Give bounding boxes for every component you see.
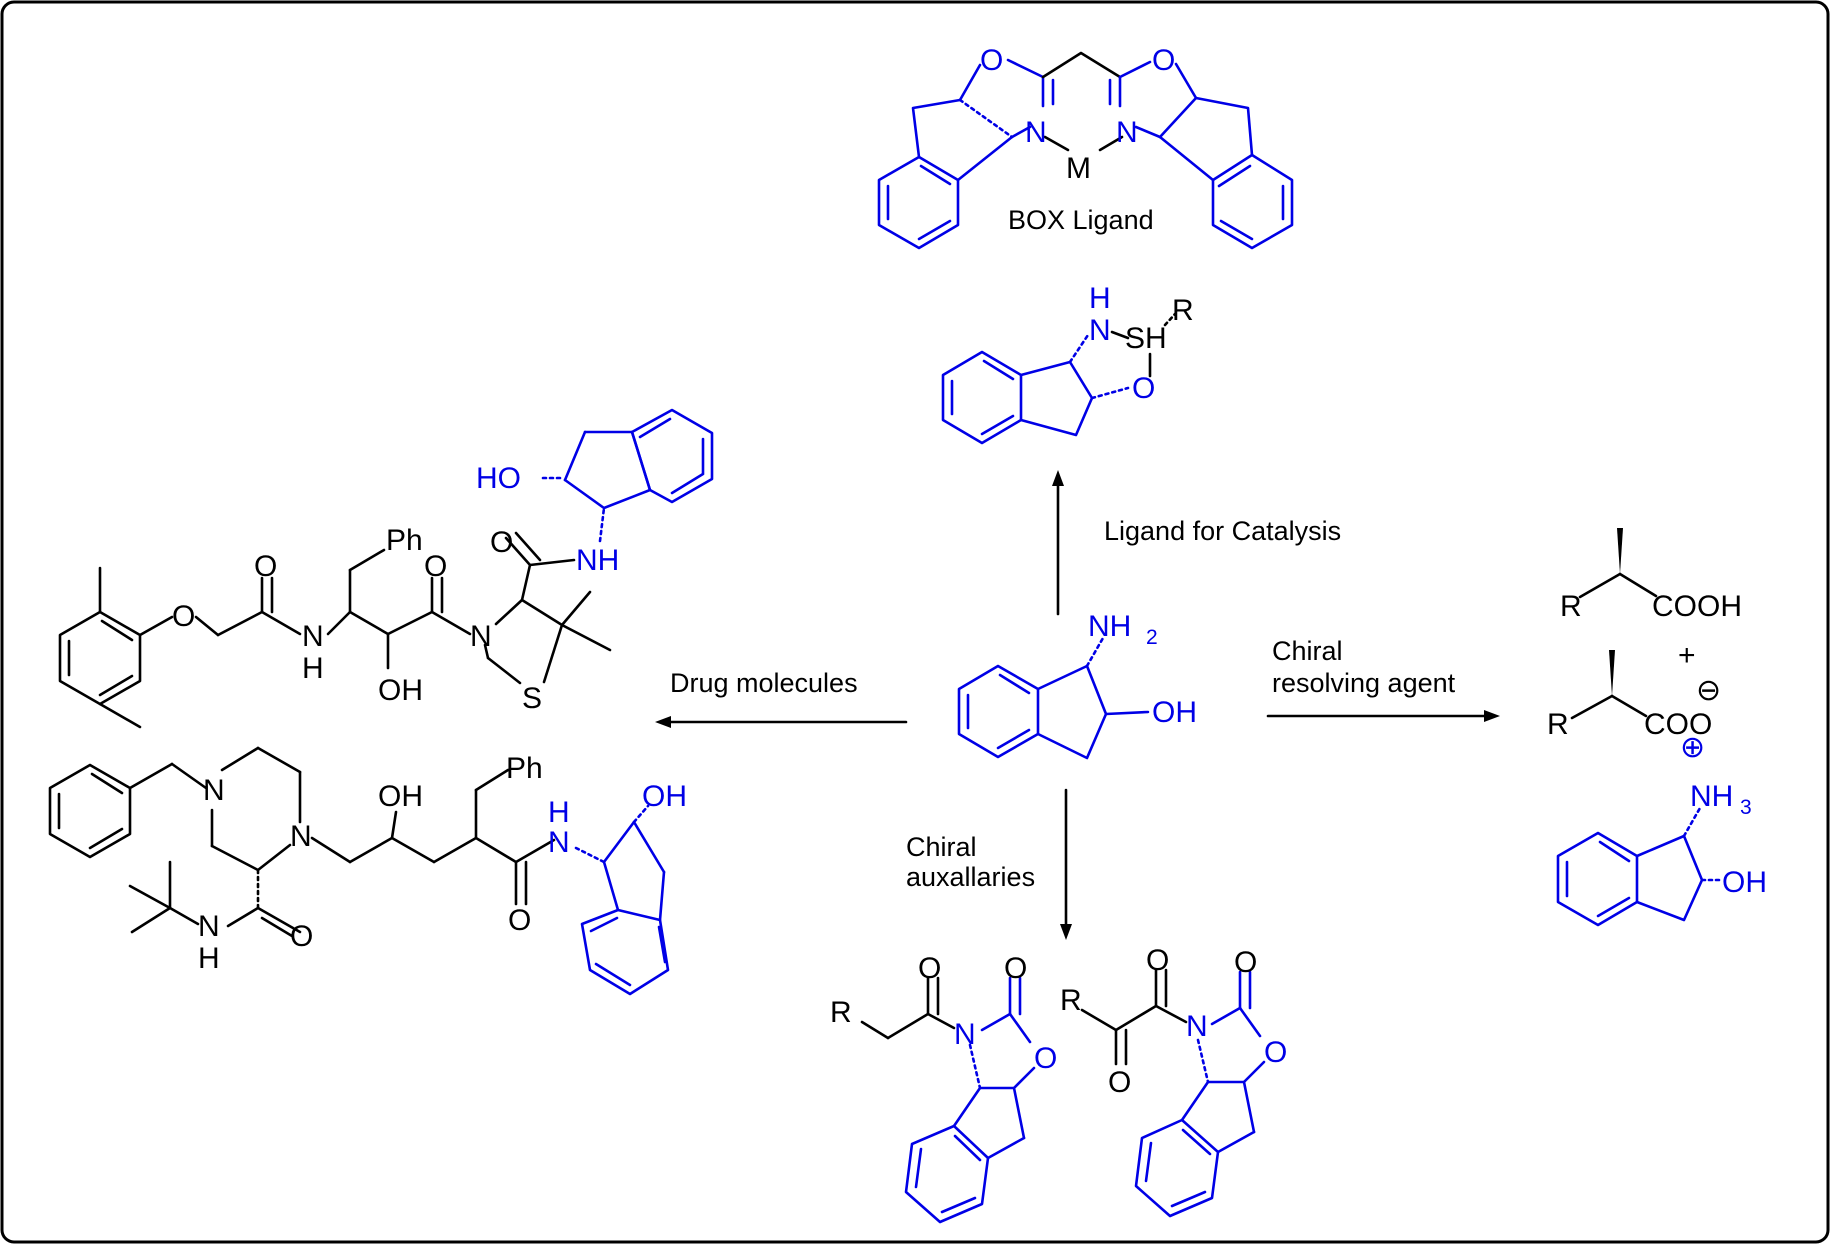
drug-molecule-2-structure: N N O N H OH Ph O H N OH <box>48 746 687 996</box>
box-ligand-label: BOX Ligand <box>1008 205 1154 235</box>
atom-label-27: O <box>290 920 313 953</box>
atom-label-15: N <box>302 620 324 653</box>
atom-label-31: Ph <box>506 752 543 785</box>
atom-label-53: O <box>1146 944 1169 977</box>
atom-label-13: O <box>172 600 195 633</box>
atom-label-50: O <box>1034 1042 1057 1075</box>
atom-label-2: N <box>1025 116 1047 149</box>
atom-label-47: O <box>918 952 941 985</box>
oxathiazolidine-ligand-structure: H N SH R O <box>941 282 1194 445</box>
atom-label-7: SH <box>1125 322 1167 355</box>
atom-label-12: OH <box>1152 696 1197 729</box>
drug-molecules-label: Drug molecules <box>670 668 858 698</box>
atom-label-40: COO <box>1644 708 1712 741</box>
drug-molecule-1-structure: O O N H Ph OH O N S O NH HO <box>58 408 714 729</box>
atom-label-18: OH <box>378 674 423 707</box>
chiral-auxiliary-2-structure: R O O N O O <box>1060 944 1287 1218</box>
atom-label-25: N <box>203 774 225 807</box>
atom-label-9: O <box>1132 372 1155 405</box>
chiral-auxiliary-1-structure: R O N O O <box>830 952 1057 1224</box>
resolution-products-structure: R COOH + R COO ⊖ ⊕ NH 3 OH <box>1547 528 1767 927</box>
atom-label-19: O <box>424 550 447 583</box>
atom-label-1: O <box>1152 44 1175 77</box>
chiral-resolving-label-line2: resolving agent <box>1272 668 1456 698</box>
atom-label-32: O <box>508 904 531 937</box>
atom-label-17: Ph <box>386 524 423 557</box>
atom-label-35: OH <box>642 780 687 813</box>
reaction-arrows <box>655 470 1500 940</box>
atom-label-49: O <box>1004 952 1027 985</box>
chiral-resolving-label-line1: Chiral <box>1272 636 1343 666</box>
atom-label-45: OH <box>1722 866 1767 899</box>
atom-label-26: N <box>290 820 312 853</box>
atom-label-14: O <box>254 550 277 583</box>
atom-label-33: H <box>548 796 570 829</box>
atom-label-34: N <box>548 826 570 859</box>
atom-label-10: NH <box>1088 610 1131 643</box>
atom-label-52: O <box>1108 1066 1131 1099</box>
atom-label-39: R <box>1547 708 1569 741</box>
atom-label-54: N <box>1186 1010 1208 1043</box>
atom-label-44: 3 <box>1740 796 1752 819</box>
atom-label-11: 2 <box>1146 626 1158 649</box>
atom-label-16: H <box>302 652 324 685</box>
atom-label-24: HO <box>476 462 521 495</box>
atom-label-5: H <box>1089 282 1111 315</box>
atom-label-56: O <box>1264 1036 1287 1069</box>
box-ligand-structure: O O N N M <box>877 44 1294 250</box>
atom-label-41: ⊖ <box>1696 674 1721 707</box>
atom-label-3: N <box>1116 116 1138 149</box>
atom-label-21: S <box>522 682 542 715</box>
atom-label-36: R <box>1560 590 1582 623</box>
chiral-auxiliary-label-line2: auxallaries <box>906 862 1035 892</box>
ligand-catalysis-label: Ligand for Catalysis <box>1104 516 1341 546</box>
atom-label-6: N <box>1089 314 1111 347</box>
atom-label-28: N <box>198 910 220 943</box>
atom-label-37: COOH <box>1652 590 1742 623</box>
atom-label-8: R <box>1172 294 1194 327</box>
atom-label-30: OH <box>378 780 423 813</box>
atom-label-38: + <box>1678 639 1696 672</box>
atom-label-23: NH <box>576 544 619 577</box>
atom-label-43: NH <box>1690 780 1733 813</box>
aminoindanol-core-structure: NH 2 OH <box>957 610 1197 760</box>
atom-label-55: O <box>1234 946 1257 979</box>
atom-label-48: N <box>954 1018 976 1051</box>
atom-label-46: R <box>830 996 852 1029</box>
chiral-auxiliary-label-line1: Chiral <box>906 832 977 862</box>
atom-label-0: O <box>980 44 1003 77</box>
atom-label-4: M <box>1066 152 1091 185</box>
atom-label-20: N <box>470 620 492 653</box>
atom-label-29: H <box>198 942 220 975</box>
atom-label-22: O <box>490 526 513 559</box>
atom-label-42: ⊕ <box>1680 731 1705 764</box>
atom-label-51: R <box>1060 984 1082 1017</box>
